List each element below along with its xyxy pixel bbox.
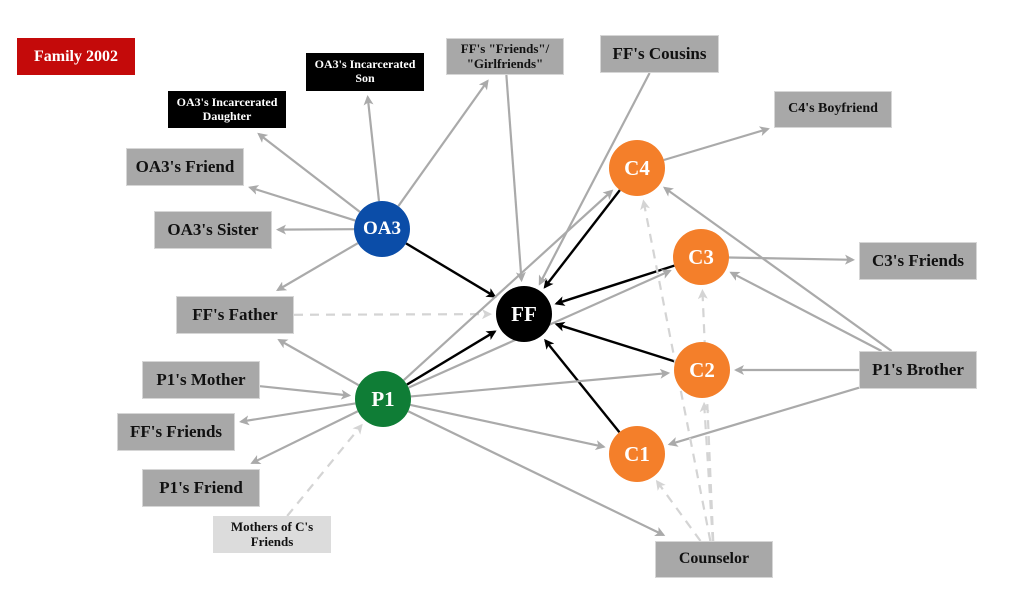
edge-p1-to-c2 — [410, 368, 671, 398]
node-c3: C3 — [673, 229, 729, 285]
edge-c1-to-ff — [544, 338, 621, 433]
node-oa3-sister: OA3's Sister — [154, 211, 272, 249]
node-ff-friends-girlfriends: FF's "Friends"/ "Girlfriends" — [446, 38, 564, 75]
node-c3-friends: C3's Friends — [859, 242, 977, 280]
edge-p1-to-p1-friend — [250, 410, 359, 464]
edge-p1-to-counselor — [407, 410, 666, 537]
node-p1-mother: P1's Mother — [142, 361, 260, 399]
node-ff-cousins: FF's Cousins — [600, 35, 719, 73]
edge-oa3-to-ff-father — [276, 242, 359, 292]
edges-layer — [239, 72, 893, 542]
edge-p1-brother-to-c3 — [729, 271, 883, 352]
edge-oa3-to-oa3-friend — [248, 185, 356, 222]
edge-p1-to-ff-friends — [239, 402, 356, 426]
diagram-title: Family 2002 — [17, 38, 135, 75]
node-ff: FF — [496, 286, 552, 342]
edge-p1-brother-to-c4 — [662, 186, 893, 352]
edge-p1-brother-to-c1 — [667, 386, 860, 447]
edge-counselor-to-c1 — [655, 479, 702, 542]
node-c2: C2 — [674, 342, 730, 398]
node-c4-boyfriend: C4's Boyfriend — [774, 91, 892, 128]
edge-oa3-to-ff-gf — [397, 79, 489, 207]
node-oa3-incarcerated-son: OA3's Incarcerated Son — [306, 53, 424, 91]
node-p1: P1 — [355, 371, 411, 427]
node-ff-friends: FF's Friends — [117, 413, 235, 451]
node-oa3-incarcerated-daughter: OA3's Incarcerated Daughter — [168, 91, 286, 128]
edge-counselor-to-c4 — [640, 199, 712, 542]
edge-p1-to-ff — [406, 330, 497, 386]
node-p1-brother: P1's Brother — [859, 351, 977, 389]
edge-c4-to-c4-bf — [663, 126, 770, 162]
edge-ff-father-to-ff — [293, 309, 493, 320]
node-c1: C1 — [609, 426, 665, 482]
edge-oa3-to-ff — [405, 242, 497, 298]
edge-mothers-c-friends-to-p1 — [286, 423, 363, 517]
node-ff-father: FF's Father — [176, 296, 294, 334]
node-counselor: Counselor — [655, 541, 773, 578]
edge-p1-to-c1 — [410, 403, 606, 450]
edge-c4-to-ff — [543, 189, 621, 289]
node-c4: C4 — [609, 140, 665, 196]
edge-c2-to-ff — [554, 321, 676, 363]
node-oa3: OA3 — [354, 201, 410, 257]
node-mothers-of-c-friends: Mothers of C's Friends — [213, 516, 331, 553]
edge-ff-gf-to-ff — [505, 74, 526, 283]
edge-c3-to-c3-friends — [728, 254, 855, 265]
node-p1-friend: P1's Friend — [142, 469, 260, 507]
edge-oa3-to-oa3-son — [363, 95, 381, 202]
edge-ff-cousins-to-ff — [538, 72, 651, 286]
edge-c3-to-ff — [554, 264, 675, 306]
node-oa3-friend: OA3's Friend — [126, 148, 244, 186]
edge-p1-mother-to-p1 — [259, 385, 352, 400]
edge-counselor-to-c3 — [697, 288, 715, 542]
edge-p1-to-ff-father — [277, 339, 360, 387]
edge-oa3-to-oa3-daughter — [257, 132, 361, 213]
edge-p1-to-c4 — [402, 189, 614, 381]
